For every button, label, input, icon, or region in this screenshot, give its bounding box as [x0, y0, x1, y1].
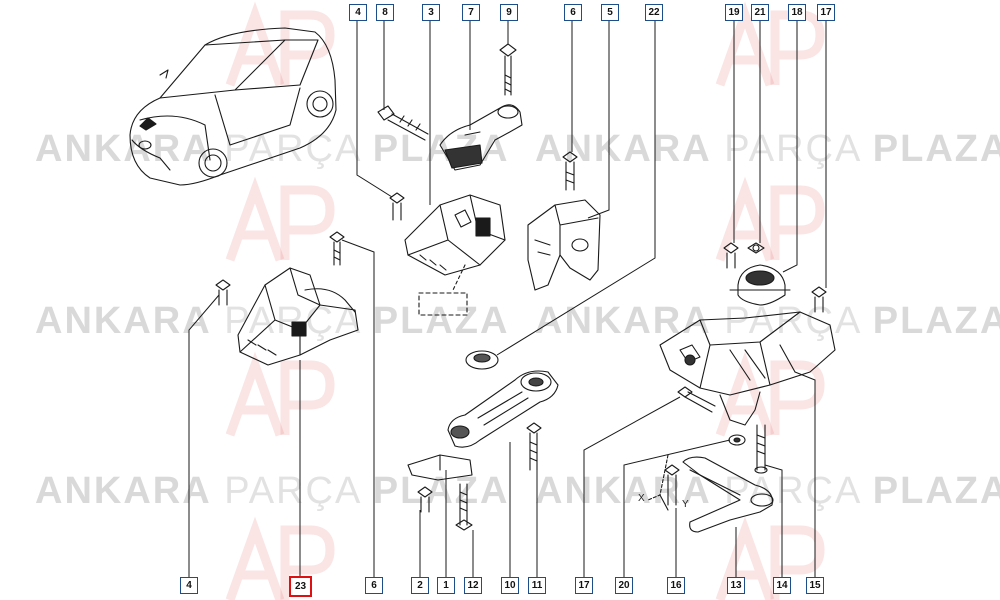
part-12-bolt: [455, 483, 473, 531]
callout-bottom-17[interactable]: 17: [575, 577, 593, 594]
part-20-washer: [728, 434, 746, 446]
part-6-bolt-upper: [562, 151, 578, 191]
part-13-arm: [682, 456, 774, 533]
watermark-row-1: ANKARA PARÇA PLAZA: [35, 128, 510, 170]
callout-top-7[interactable]: 7: [462, 4, 480, 21]
part-22-washer: [465, 350, 499, 370]
watermark-row-3: ANKARA PARÇA PLAZA: [35, 470, 510, 512]
callout-bottom-20[interactable]: 20: [615, 577, 633, 594]
callout-bottom-6[interactable]: 6: [365, 577, 383, 594]
callout-bottom-1[interactable]: 1: [437, 577, 455, 594]
callout-top-19[interactable]: 19: [725, 4, 743, 21]
watermark-row-2b: ANKARA PARÇA PLAZA: [535, 300, 1000, 342]
part-18-mount: [729, 264, 791, 306]
part-17-bolt-upper: [811, 286, 827, 313]
part-9-bolt: [499, 43, 517, 96]
callout-top-5[interactable]: 5: [601, 4, 619, 21]
callout-top-17[interactable]: 17: [817, 4, 835, 21]
part-2-bolt: [417, 486, 433, 513]
car-illustration: [129, 27, 337, 186]
axis-label-y: Y: [682, 499, 689, 510]
part-17-bolt-lower: [677, 386, 716, 413]
watermark-row-1b: ANKARA PARÇA PLAZA: [535, 128, 1000, 170]
callout-top-21[interactable]: 21: [751, 4, 769, 21]
part-1-bracket-plate: [407, 454, 473, 481]
callout-top-6[interactable]: 6: [564, 4, 582, 21]
watermark-row-3b: ANKARA PARÇA PLAZA: [535, 470, 1000, 512]
callout-top-8[interactable]: 8: [376, 4, 394, 21]
callout-bottom-12[interactable]: 12: [464, 577, 482, 594]
callout-bottom-2[interactable]: 2: [411, 577, 429, 594]
part-11-bolt: [526, 422, 542, 471]
callout-top-18[interactable]: 18: [788, 4, 806, 21]
part-5-bracket: [527, 199, 601, 291]
callout-bottom-10[interactable]: 10: [501, 577, 519, 594]
callout-bottom-13[interactable]: 13: [727, 577, 745, 594]
axis-indicator: [647, 454, 669, 511]
callout-top-9[interactable]: 9: [500, 4, 518, 21]
gearbox-cradle: [659, 311, 836, 426]
part-4-bolt-lower: [215, 279, 231, 306]
part-10-torque-rod: [447, 370, 559, 448]
part-14-stud: [754, 424, 768, 474]
part-6-bolt-lower: [329, 231, 345, 266]
leader-lines: [188, 18, 827, 577]
part-19-bolt: [723, 242, 739, 269]
part-4-bolt-upper: [389, 192, 405, 221]
callout-top-22[interactable]: 22: [645, 4, 663, 21]
axis-label-x: X: [638, 493, 645, 504]
callout-bottom-4[interactable]: 4: [180, 577, 198, 594]
part-3-mount: [404, 194, 506, 316]
part-16-bolt: [664, 464, 680, 506]
part-7-torque-arm: [439, 104, 523, 171]
part-8-bolt: [377, 105, 429, 141]
callout-bottom-15[interactable]: 15: [806, 577, 824, 594]
part-21-nut: [747, 242, 765, 254]
callout-bottom-23-highlighted[interactable]: 23: [289, 576, 312, 597]
callout-top-3[interactable]: 3: [422, 4, 440, 21]
callout-bottom-16[interactable]: 16: [667, 577, 685, 594]
part-23-engine-mount: [237, 267, 359, 366]
callout-top-4[interactable]: 4: [349, 4, 367, 21]
callout-bottom-14[interactable]: 14: [773, 577, 791, 594]
callout-bottom-11[interactable]: 11: [528, 577, 546, 594]
